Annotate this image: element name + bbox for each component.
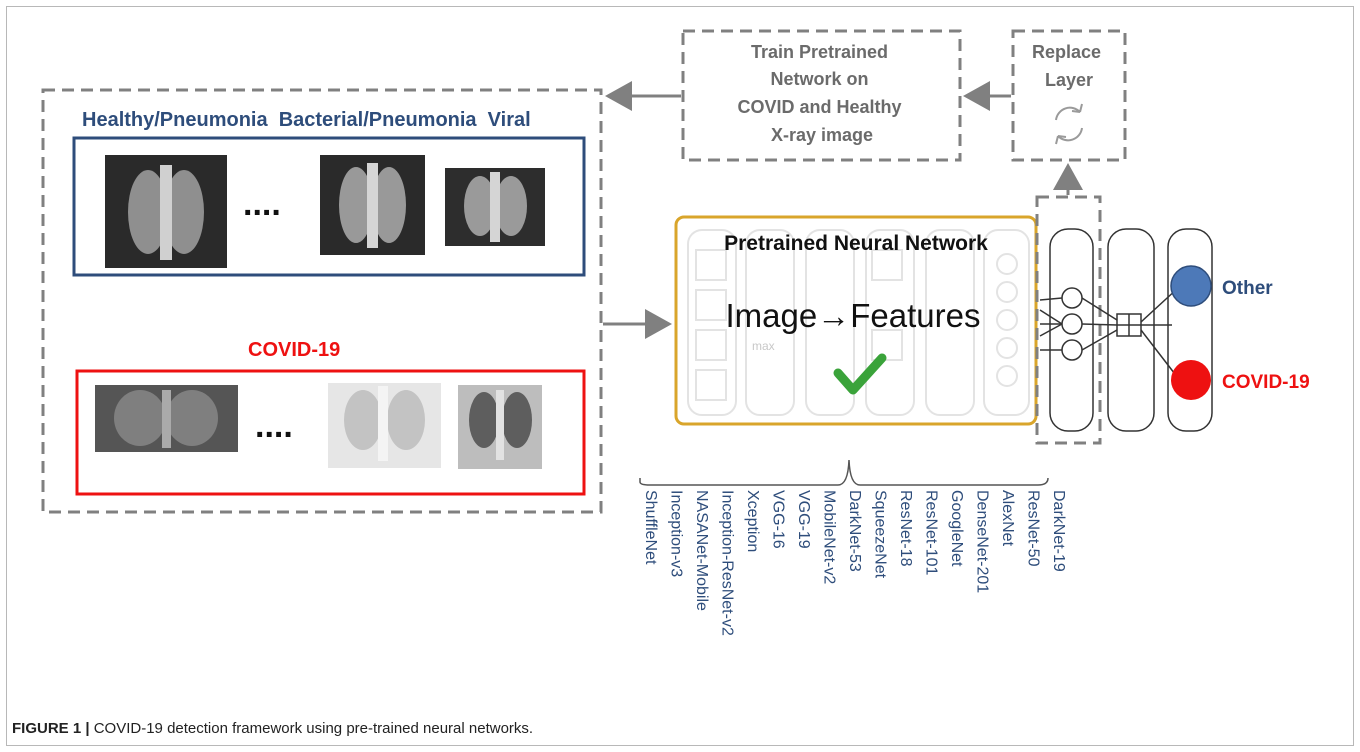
covid-xray-3 bbox=[458, 385, 542, 469]
model-name-label: DarkNet-19 bbox=[1050, 490, 1067, 572]
figure-caption-text: COVID-19 detection framework using pre-t… bbox=[89, 720, 534, 737]
output-node-other bbox=[1170, 265, 1212, 307]
replace-layer-text: Replace Layer bbox=[1032, 42, 1106, 90]
healthy-xray-1 bbox=[105, 155, 227, 268]
figure-caption-label: FIGURE 1 | bbox=[12, 720, 90, 737]
model-name-label: SqueezeNet bbox=[872, 490, 889, 579]
network-title: Pretrained Neural Network bbox=[724, 232, 988, 255]
covid-images-box bbox=[75, 369, 586, 496]
model-name-label: DarkNet-53 bbox=[846, 490, 863, 572]
model-brace bbox=[639, 459, 1049, 486]
model-name-label: Inception-ResNet-v2 bbox=[719, 490, 736, 636]
train-pretrained-box bbox=[681, 29, 962, 162]
model-name-label: ResNet-101 bbox=[923, 490, 940, 575]
model-name-label: VGG-16 bbox=[770, 490, 787, 549]
image-to-features-label: Image→Features bbox=[726, 297, 981, 334]
healthy-group-title: Healthy/Pneumonia Bacterial/Pneumonia Vi… bbox=[82, 109, 531, 131]
output-node-covid bbox=[1171, 360, 1211, 400]
covid-group-title: COVID-19 bbox=[248, 339, 340, 361]
model-name-label: ResNet-50 bbox=[1025, 490, 1042, 567]
model-name-label: NASANet-Mobile bbox=[693, 490, 710, 611]
network-layers-background bbox=[687, 229, 1030, 416]
figure-frame bbox=[6, 6, 1354, 746]
healthy-xray-2 bbox=[320, 155, 425, 255]
covid-xray-1 bbox=[95, 385, 238, 452]
output-label-covid: COVID-19 bbox=[1222, 372, 1310, 393]
final-layers bbox=[1039, 228, 1213, 432]
covid-xray-2 bbox=[328, 383, 441, 468]
model-name-label: AlexNet bbox=[999, 490, 1016, 547]
max-pool-label: max bbox=[752, 339, 775, 353]
train-pretrained-text: Train Pretrained Network on COVID and He… bbox=[737, 42, 906, 145]
replace-layer-box bbox=[1011, 29, 1127, 162]
model-list: ShuffleNet Inception-v3 NASANet-Mobile Ince… bbox=[642, 490, 1067, 636]
output-label-other: Other bbox=[1222, 278, 1273, 299]
model-name-label: DenseNet-201 bbox=[974, 490, 991, 593]
model-name-label: Inception-v3 bbox=[668, 490, 685, 577]
healthy-images-box bbox=[72, 136, 586, 277]
replaced-layer-dashed-box bbox=[1035, 195, 1102, 445]
figure-caption: FIGURE 1 | COVID-19 detection framework … bbox=[12, 720, 533, 737]
refresh-icon bbox=[1055, 103, 1083, 145]
healthy-ellipsis: .... bbox=[243, 185, 281, 223]
model-name-label: GoogleNet bbox=[948, 490, 965, 567]
model-name-label: ShuffleNet bbox=[642, 490, 659, 565]
covid-ellipsis: .... bbox=[255, 407, 293, 445]
model-name-label: ResNet-18 bbox=[897, 490, 914, 567]
model-name-label: VGG-19 bbox=[795, 490, 812, 549]
dataset-dashed-box bbox=[41, 88, 603, 514]
model-name-label: Xception bbox=[744, 490, 761, 552]
model-name-label: MobileNet-v2 bbox=[821, 490, 838, 584]
healthy-xray-3 bbox=[445, 168, 545, 246]
check-mark-icon bbox=[833, 353, 887, 395]
